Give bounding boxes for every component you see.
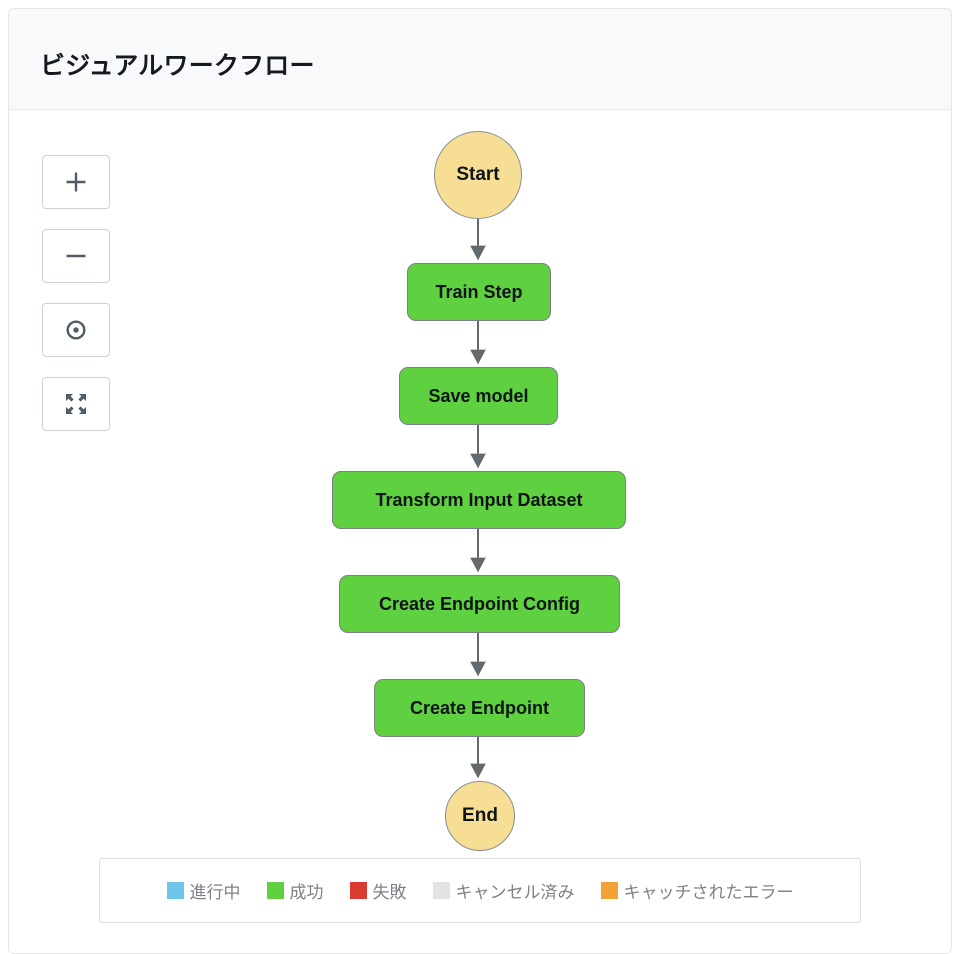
node-label: Create Endpoint <box>409 697 549 718</box>
legend-swatch-icon <box>432 882 450 899</box>
expand-arrows-icon <box>64 392 88 416</box>
plus-icon <box>63 169 89 195</box>
legend-item-failed: 失敗 <box>349 878 407 903</box>
reset-view-button[interactable] <box>42 303 110 357</box>
node-transform-input-dataset[interactable]: Transform Input Dataset <box>332 471 626 529</box>
node-create-endpoint-config[interactable]: Create Endpoint Config <box>339 575 620 633</box>
node-start[interactable]: Start <box>434 131 522 219</box>
node-create-endpoint[interactable]: Create Endpoint <box>374 679 585 737</box>
legend-swatch-icon <box>266 882 284 899</box>
node-save-model[interactable]: Save model <box>399 367 558 425</box>
node-label: Create Endpoint Config <box>379 593 580 614</box>
legend-swatch-icon <box>600 882 618 899</box>
workflow-canvas[interactable]: Start Train Step Save model Transform In… <box>9 111 951 953</box>
node-label: Save model <box>428 385 529 406</box>
legend-item-caught-error: キャッチされたエラー <box>600 878 794 903</box>
zoom-controls <box>42 155 112 451</box>
status-legend: 進行中 成功 失敗 キャンセル済み キャッチされたエラー <box>99 858 861 923</box>
page-title: ビジュアルワークフロー <box>40 52 315 80</box>
legend-item-cancelled: キャンセル済み <box>432 878 575 903</box>
minus-icon <box>63 243 89 269</box>
workflow-card: ビジュアルワークフロー <box>8 8 952 954</box>
legend-label: キャンセル済み <box>455 883 575 902</box>
node-label: Transform Input Dataset <box>375 489 583 510</box>
legend-label: 成功 <box>289 883 324 902</box>
node-end[interactable]: End <box>445 781 515 851</box>
target-dot-icon <box>63 317 89 343</box>
node-label: Start <box>456 164 500 185</box>
legend-item-in-progress: 進行中 <box>166 878 241 903</box>
card-header: ビジュアルワークフロー <box>9 9 951 110</box>
legend-swatch-icon <box>349 882 367 899</box>
legend-swatch-icon <box>166 882 184 899</box>
legend-label: キャッチされたエラー <box>623 883 794 902</box>
zoom-out-button[interactable] <box>42 229 110 283</box>
fullscreen-button[interactable] <box>42 377 110 431</box>
legend-item-succeeded: 成功 <box>266 878 324 903</box>
node-label: End <box>462 805 498 826</box>
node-label: Train Step <box>435 281 523 302</box>
zoom-in-button[interactable] <box>42 155 110 209</box>
flow-graph: Start Train Step Save model Transform In… <box>9 111 951 871</box>
node-train-step[interactable]: Train Step <box>407 263 551 321</box>
legend-label: 失敗 <box>372 883 407 902</box>
legend-label: 進行中 <box>189 883 241 902</box>
